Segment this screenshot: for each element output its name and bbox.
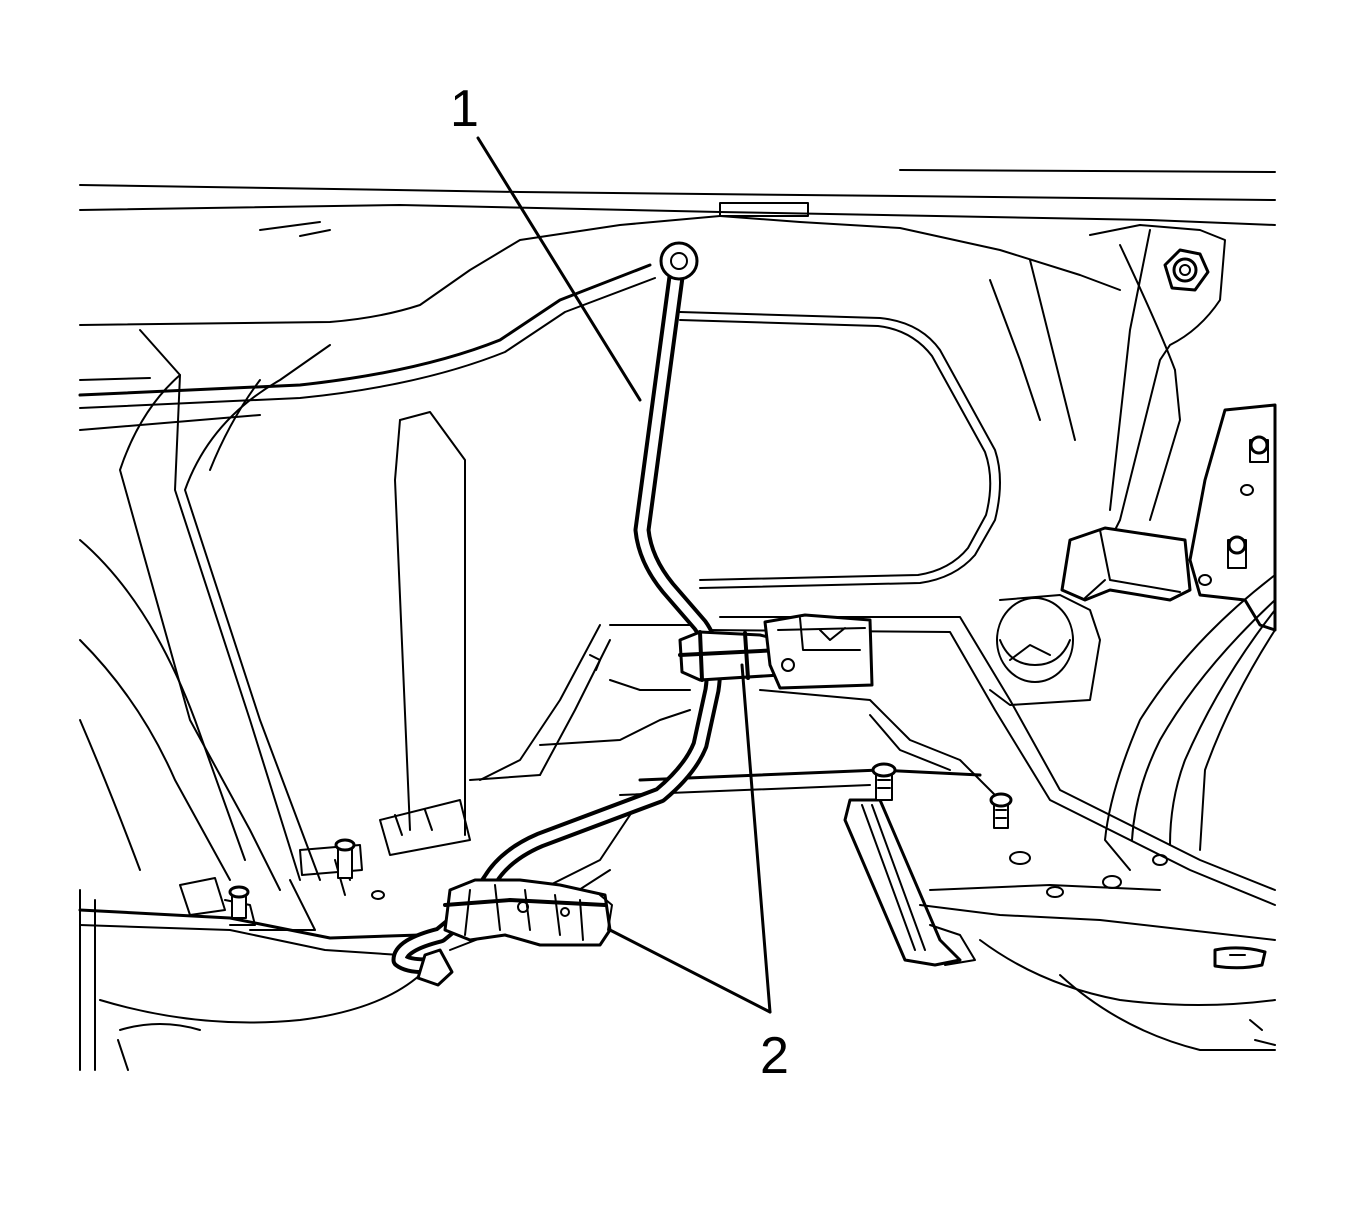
leader-2-lower <box>608 928 772 1014</box>
body-structure <box>78 169 1277 1071</box>
callout-label-1: 1 <box>450 80 479 138</box>
leader-2-upper <box>740 663 772 1014</box>
retainer-clip-lower <box>443 878 613 947</box>
callout-label-2: 2 <box>760 1027 789 1085</box>
callout-leaders <box>476 136 772 1014</box>
retainer-clip-upper <box>678 613 874 690</box>
line-tube-part-1 <box>391 241 722 987</box>
leader-1 <box>476 136 642 402</box>
